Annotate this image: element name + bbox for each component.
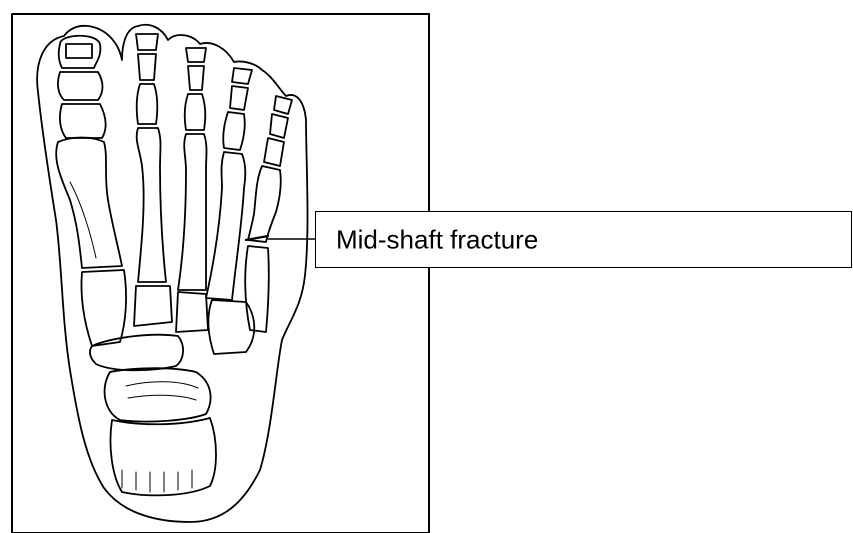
fracture-label: Mid-shaft fracture bbox=[336, 224, 538, 255]
picture-frame bbox=[12, 14, 429, 533]
fracture-label-box: Mid-shaft fracture bbox=[315, 211, 852, 268]
